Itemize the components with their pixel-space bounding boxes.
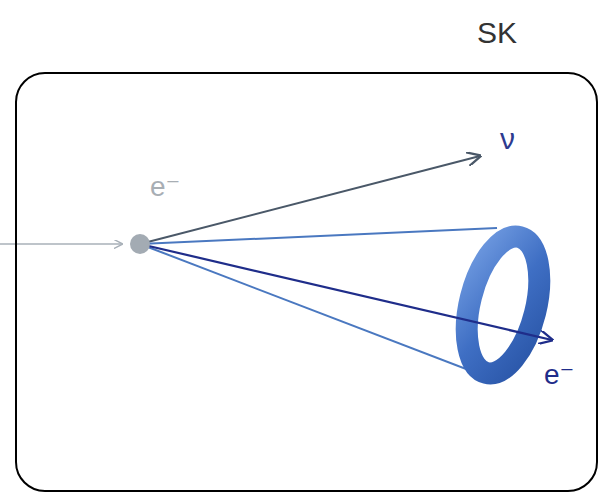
electron-arrow xyxy=(140,244,552,340)
incoming-electron-arrow xyxy=(0,243,122,245)
incoming-electron-label: e⁻ xyxy=(150,172,180,203)
electron-dot xyxy=(130,234,150,254)
detector-name: SK xyxy=(477,16,517,50)
cone-line xyxy=(140,244,500,382)
neutrino-label: ν xyxy=(500,122,515,155)
cone-line xyxy=(140,228,497,244)
cherenkov-ring xyxy=(454,229,552,381)
electron-label: e⁻ xyxy=(544,360,574,391)
